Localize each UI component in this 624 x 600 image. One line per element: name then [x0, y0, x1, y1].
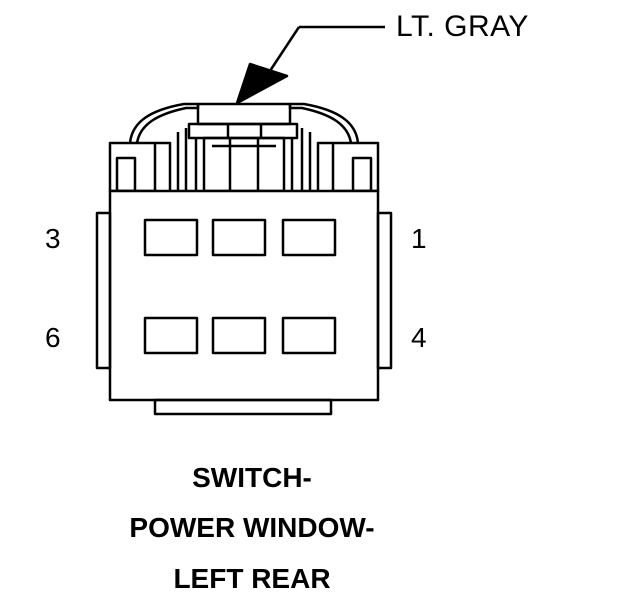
connector-body [95, 189, 393, 416]
callout-leader [235, 25, 385, 105]
connector-latch [128, 102, 360, 193]
cavity-6 [143, 316, 199, 355]
caption-line-2: POWER WINDOW- [129, 512, 375, 543]
pin-label-top-right: 1 [411, 223, 427, 254]
connector-color-label: LT. GRAY [396, 10, 529, 43]
cavity-3 [143, 218, 199, 257]
cavity-4 [281, 316, 337, 355]
caption-line-1: SWITCH- [192, 462, 312, 493]
caption-line-3: LEFT REAR [173, 563, 331, 594]
cavity-2 [211, 218, 267, 257]
pin-label-bottom-right: 4 [411, 322, 427, 353]
connector-side-clips [108, 141, 380, 193]
cavity-5 [211, 316, 267, 355]
terminal-cavities [143, 218, 337, 355]
pin-label-bottom-left: 6 [45, 322, 61, 353]
pin-label-top-left: 3 [45, 223, 61, 254]
cavity-1 [281, 218, 337, 257]
